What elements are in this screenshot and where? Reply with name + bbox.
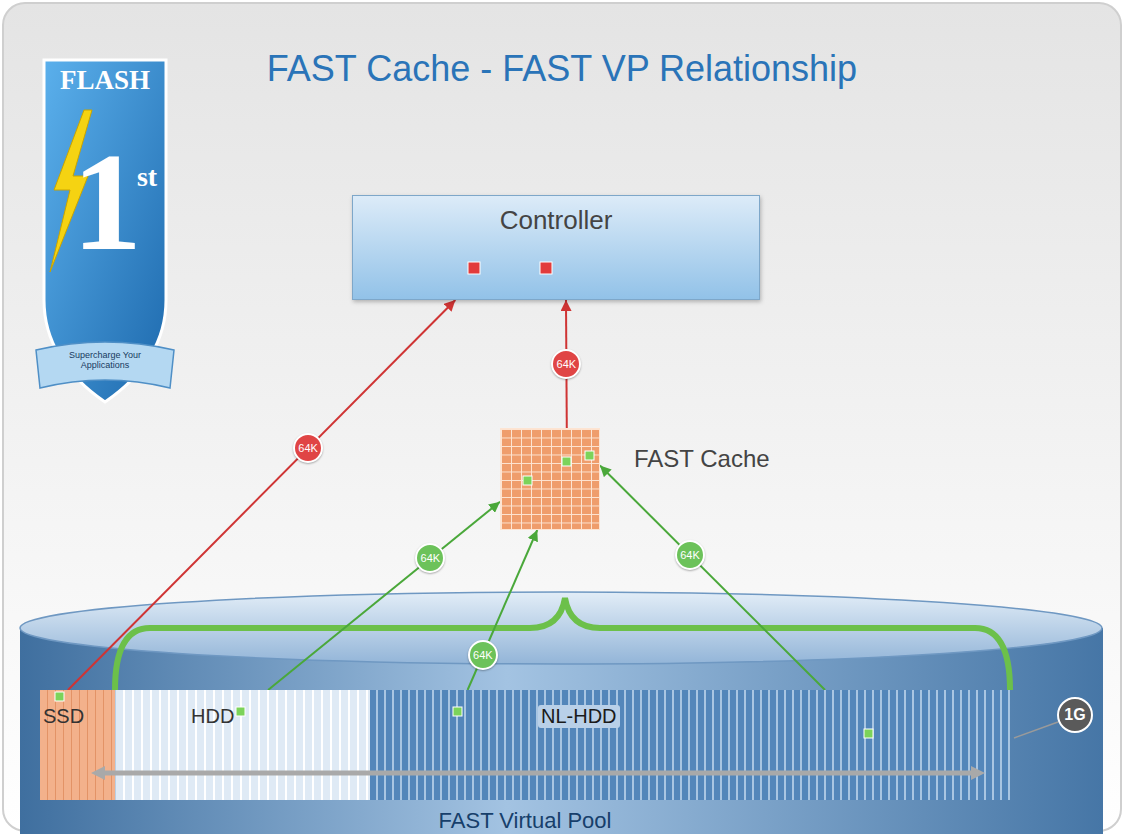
node-label: NL-HDD [538,705,620,728]
hdd-tier: HDD [115,690,370,800]
nl-hdd-tier: NL-HDD [370,690,1010,800]
data-chunk [236,707,245,716]
virtual-pool: FAST Virtual Pool SSD HDD NL-HDD [20,590,1103,834]
node-label: Controller [353,206,759,236]
data-flow-arrow [600,466,825,690]
logo-numeral: 1 [72,132,142,272]
node-label: HDD [191,705,234,728]
logo-suffix: st [132,160,162,194]
size-badge: 64K [675,540,705,570]
fast-cache-grid: FAST Cache [500,428,600,530]
data-chunk [864,729,873,738]
size-badge: 64K [468,640,498,670]
size-badge: 64K [551,349,581,379]
node-label: SSD [43,705,84,728]
logo-slogan: Supercharge Your Applications [60,351,150,371]
controller-slot [468,262,480,274]
slide-title: FAST Cache - FAST VP Relationship [0,48,1124,90]
data-flow-arrow [268,502,500,690]
size-badge: 64K [415,543,445,573]
ssd-tier: SSD [40,690,115,800]
data-flow-arrow [468,530,538,690]
callout-number: 1G [1058,705,1092,724]
leader-line [1014,722,1058,738]
logo-word: FLASH [46,64,164,96]
data-chunk [562,457,571,466]
node-label: FAST Virtual Pool [325,808,725,833]
node-label: FAST Cache [634,445,770,473]
slide-panel [3,3,1121,831]
cache-bracket [115,598,1010,690]
tier-move-arrow [98,771,978,776]
data-chunk [55,692,64,701]
callout-circle [1058,698,1092,732]
data-chunk [523,476,532,485]
logo-ribbon [36,342,174,388]
size-badge: 64K [293,433,323,463]
controller-box: Controller [352,195,760,300]
controller-slot [540,262,552,274]
data-chunk [585,451,594,460]
data-chunk [453,707,462,716]
